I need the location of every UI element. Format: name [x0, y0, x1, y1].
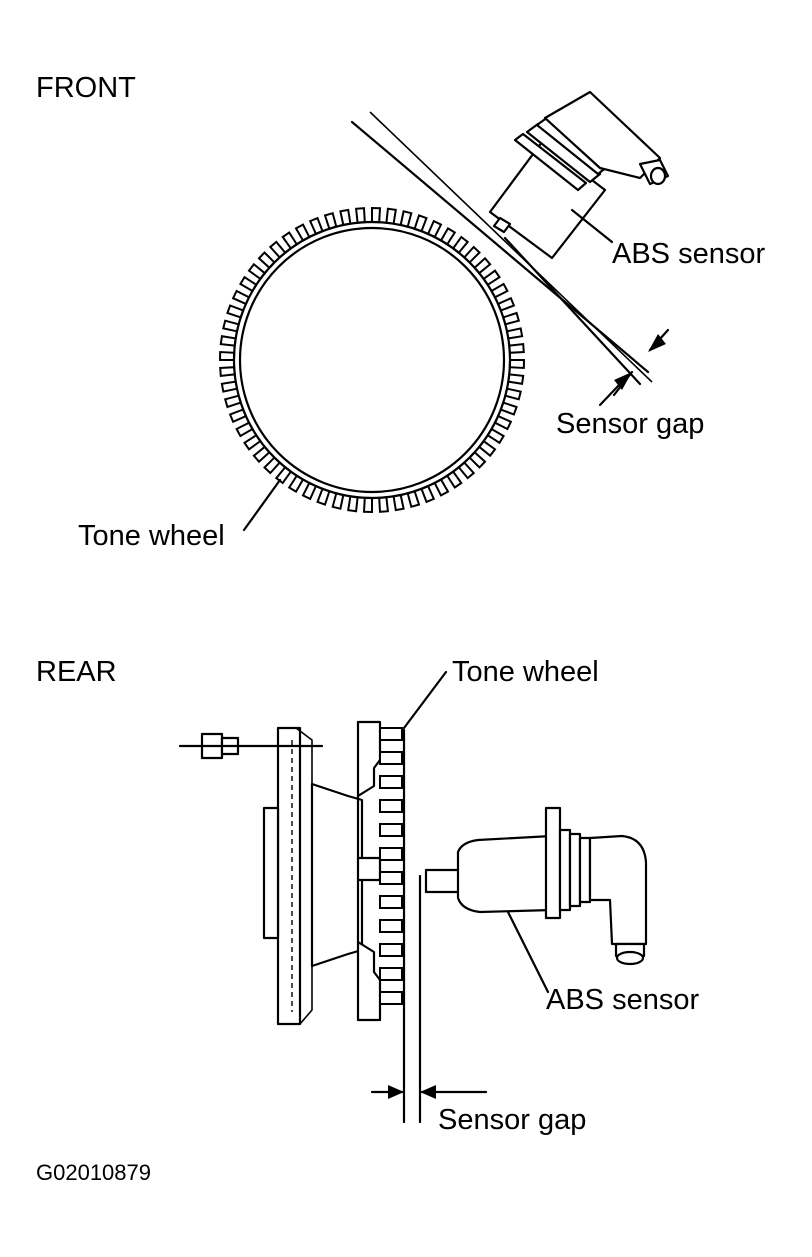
rear-tone-wheel-tooth [379, 943, 403, 957]
front-tone-wheel-tooth [378, 496, 390, 513]
rear-tone-wheel-tooth [379, 991, 403, 1005]
rear-hub-flange [276, 726, 302, 1026]
front-tone-wheel-tooth [219, 366, 236, 378]
front-tone-wheel-tooth [507, 373, 525, 385]
front-sensor-gap-arrows [598, 328, 670, 407]
rear-title: REAR [36, 656, 117, 688]
front-tone-wheel-tooth [219, 335, 237, 347]
front-tone-wheel-teeth [218, 206, 526, 514]
rear-tone-wheel-label: Tone wheel [452, 656, 599, 688]
front-abs-sensor-label: ABS sensor [612, 238, 766, 270]
front-tone-wheel-tooth [508, 359, 526, 370]
front-tone-wheel-hub [238, 226, 506, 494]
rear-view [178, 670, 648, 1124]
front-tone-wheel-tooth [508, 342, 525, 354]
front-title: FRONT [36, 72, 136, 104]
rear-tone-wheel-teeth [379, 727, 403, 1005]
front-tone-wheel-tooth [371, 206, 382, 224]
rear-sensor-gap-label: Sensor gap [438, 1104, 587, 1136]
front-tone-wheel-tooth [385, 207, 397, 225]
front-tone-wheel-tooth [347, 495, 359, 513]
rear-tone-wheel-tooth [379, 727, 403, 741]
rear-stud-bolt [178, 732, 324, 760]
rear-tone-wheel-tooth [379, 871, 403, 885]
rear-tone-wheel [356, 720, 382, 1022]
front-tone-wheel-tooth [392, 493, 405, 512]
front-sensor-gap-label: Sensor gap [556, 408, 705, 440]
rear-tone-wheel-tooth [379, 847, 403, 861]
front-tone-wheel-tooth [339, 208, 352, 227]
rear-abs-sensor-label: ABS sensor [546, 984, 700, 1016]
front-tone-wheel-outer-ring [232, 220, 512, 500]
rear-tone-wheel-tooth [379, 823, 403, 837]
rear-tone-wheel-tooth [379, 751, 403, 765]
rear-tone-wheel-leader [402, 670, 448, 730]
front-tone-wheel-tooth [220, 380, 239, 393]
front-abs-sensor-leader [570, 208, 614, 244]
front-tone-wheel-tooth [218, 350, 236, 361]
front-tone-wheel-leader [242, 478, 282, 532]
rear-tone-wheel-tooth [379, 919, 403, 933]
front-abs-sensor [488, 90, 670, 260]
rear-hub-body [310, 782, 364, 968]
figure-id: G02010879 [36, 1160, 151, 1185]
front-view [218, 90, 670, 532]
front-gap-reference-line [503, 236, 642, 386]
front-sensor-mount-line-lower [369, 111, 653, 383]
rear-sensor-gap-arrows [370, 1085, 488, 1099]
front-tone-wheel-tooth [505, 327, 524, 340]
rear-tone-wheel-tooth [379, 967, 403, 981]
front-tone-wheel-tooth [354, 207, 366, 224]
rear-abs-sensor-leader [506, 910, 550, 994]
rear-tone-wheel-tooth [379, 895, 403, 909]
rear-tone-wheel-tooth [379, 775, 403, 789]
front-tone-wheel-label: Tone wheel [78, 520, 225, 552]
front-tone-wheel-tooth [362, 496, 373, 514]
rear-tone-wheel-tooth [379, 799, 403, 813]
rear-abs-sensor [424, 806, 648, 966]
